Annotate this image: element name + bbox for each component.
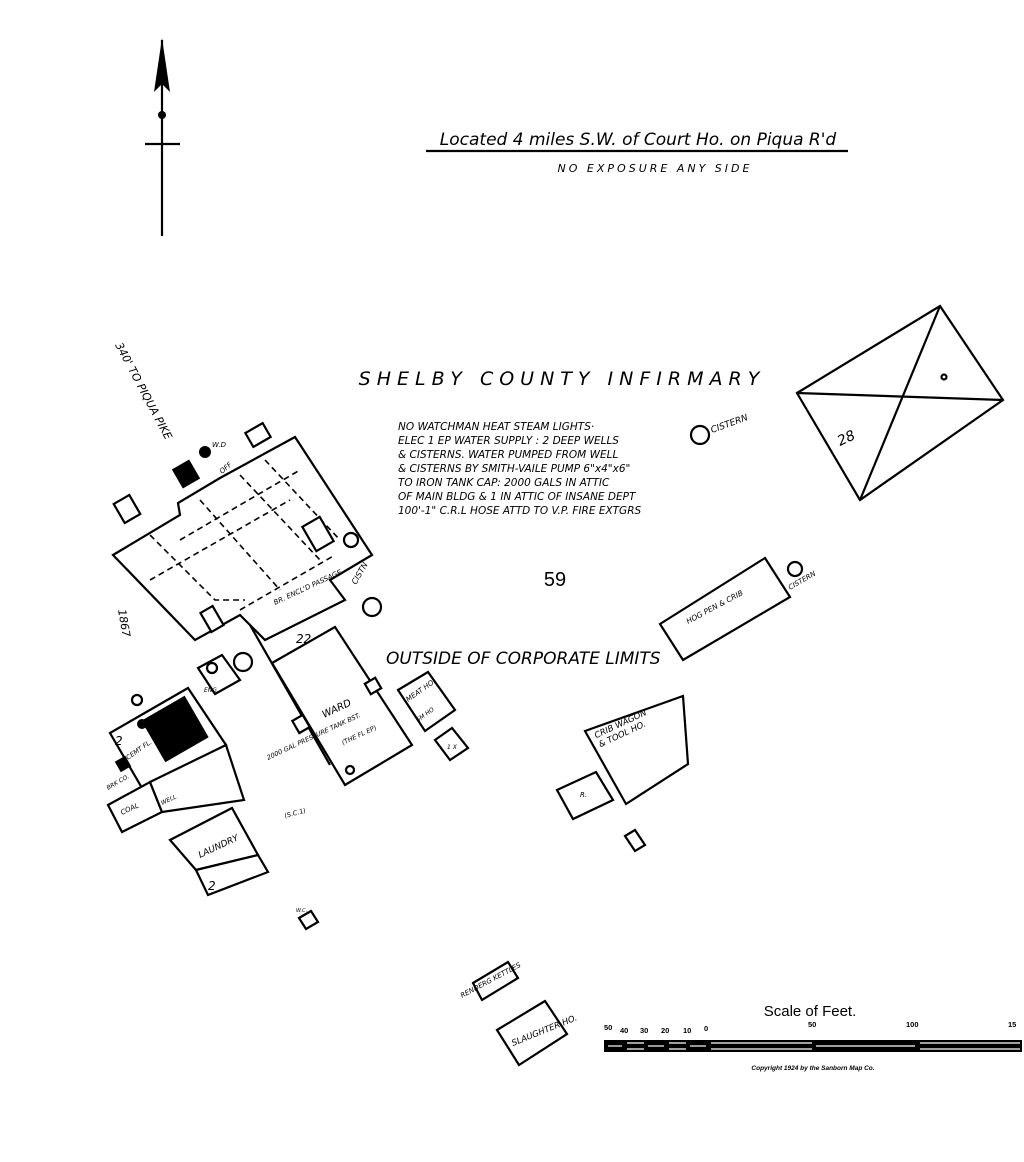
note-line: OF MAIN BLDG & 1 IN ATTIC OF INSANE DEPT — [398, 491, 637, 503]
exposure-note: NO EXPOSURE ANY SIDE — [558, 162, 753, 175]
laundry-number: 2 — [208, 879, 216, 893]
shed-label: 1 X — [447, 744, 458, 751]
stair-icon — [243, 421, 273, 449]
water-closet: W.C. — [296, 908, 320, 931]
meat-house: MEAT HO. SM HO 1 X — [396, 670, 470, 762]
brick-chimney-label: BRK CO. — [106, 773, 131, 791]
note-line: & CISTERNS BY SMITH-VAILE PUMP 6"x4"x6" — [398, 463, 630, 475]
cistern-icon — [361, 596, 383, 618]
block-28: 28 — [795, 304, 1005, 502]
scale-tick: 100 — [906, 1020, 919, 1029]
block-number: 28 — [835, 428, 858, 450]
ward-building: 22 WARD (THE FL EP) — [270, 625, 414, 787]
stair-icon — [198, 604, 226, 634]
scale-tick: 50 — [808, 1020, 816, 1029]
fire-protection-notes: NO WATCHMAN HEAT STEAM LIGHTS· ELEC 1 EP… — [398, 421, 641, 517]
year-label: 1867 — [115, 608, 133, 638]
scale-bar: Scale of Feet. 50 40 30 20 10 0 50 100 1… — [604, 1003, 1022, 1072]
stair-icon — [171, 459, 201, 489]
note-line: 100'-1" C.R.L HOSE ATTD TO V.P. FIRE EXT… — [398, 505, 641, 517]
sc-label: (S.C.1) — [283, 807, 306, 820]
boiler-icon — [141, 695, 209, 763]
engine-house: ENG. — [196, 651, 254, 696]
copyright: Copyright 1924 by the Sanborn Map Co. — [751, 1065, 874, 1072]
scale-tick: 0 — [704, 1024, 708, 1033]
engine-label: ENG. — [204, 687, 219, 694]
scale-tick: 30 — [640, 1026, 648, 1035]
note-line: & CISTERNS. WATER PUMPED FROM WELL — [398, 449, 618, 461]
sheet-number: 59 — [544, 569, 566, 591]
ward-number: 22 — [296, 632, 311, 646]
north-arrow-icon — [145, 38, 180, 236]
cistern-icon — [786, 560, 804, 578]
cistern-icon — [689, 424, 711, 446]
laundry-building: LAUNDRY 2 — [168, 806, 270, 897]
stair-icon — [112, 493, 142, 525]
location-note: Located 4 miles S.W. of Court Ho. on Piq… — [440, 130, 837, 150]
note-line: NO WATCHMAN HEAT STEAM LIGHTS· — [398, 421, 594, 433]
road-label: 340' TO PIQUA PIKE — [112, 340, 174, 442]
scale-tick: 50 — [604, 1023, 612, 1032]
note-line: TO IRON TANK CAP: 2000 GALS IN ATTIC — [398, 477, 610, 489]
hog-pen: HOG PEN & CRIB — [658, 556, 792, 662]
scale-tick: 20 — [661, 1026, 669, 1035]
well-icon — [199, 446, 211, 458]
well-icon — [130, 693, 144, 707]
corporate-limits-label: OUTSIDE OF CORPORATE LIMITS — [386, 649, 661, 669]
cistern-label: CISTERN — [787, 569, 818, 591]
slaughter-house: SLAUGHTER HO. — [495, 999, 579, 1067]
scale-title: Scale of Feet. — [764, 1003, 857, 1020]
scale-tick: 40 — [620, 1026, 628, 1035]
cistern-icon — [342, 531, 360, 549]
scale-tick: 10 — [683, 1026, 691, 1035]
rendering-kettles: RENDERG KETTLES — [459, 960, 523, 1002]
main-building: W.D 1867 OFF BR. ENCL'D PASSAGE — [111, 421, 374, 642]
wd-label: W.D — [212, 441, 227, 449]
stair-icon — [300, 515, 336, 553]
coal-house: COAL WELL — [106, 743, 246, 834]
scale-tick: 15 — [1008, 1020, 1016, 1029]
note-line: ELEC 1 EP WATER SUPPLY : 2 DEEP WELLS — [398, 435, 619, 447]
wc-label: W.C. — [296, 908, 307, 914]
crib-wagon-tool-house: CRIB WAGON & TOOL HO. R. — [555, 694, 690, 853]
boiler-number: 2 — [115, 734, 123, 748]
cistern-label: CISTERN — [710, 413, 750, 436]
map-title: SHELBY COUNTY INFIRMARY — [359, 368, 766, 390]
r-label: R. — [580, 791, 587, 799]
